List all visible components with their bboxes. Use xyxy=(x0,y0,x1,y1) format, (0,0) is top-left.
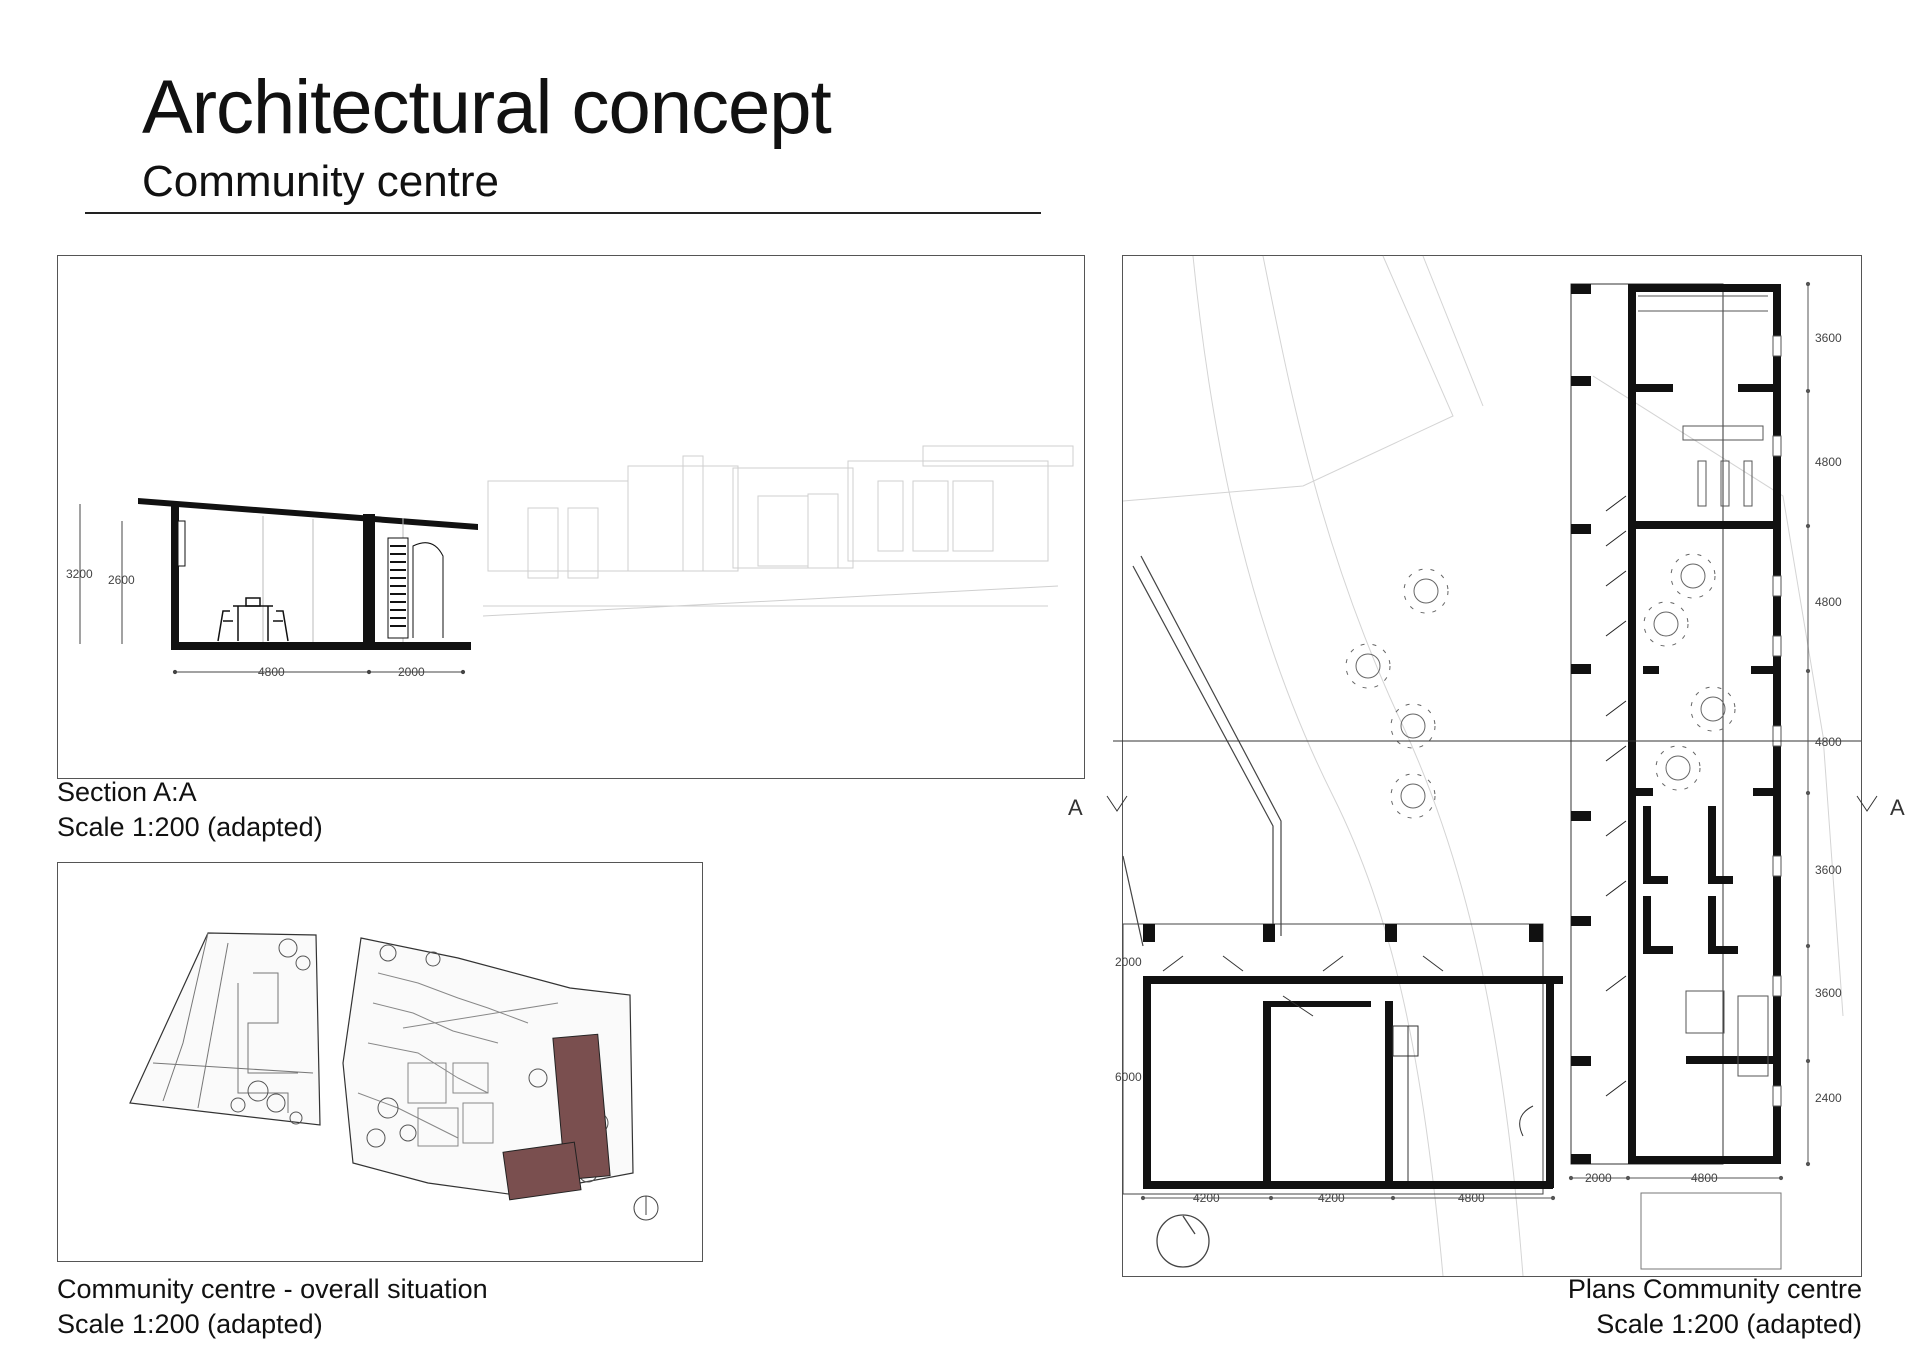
dim-height-total: 3200 xyxy=(66,567,93,581)
cafe-tables xyxy=(1345,553,1736,819)
floor-plan-drawing: 3600 4800 4800 4800 3600 3600 2400 2000 … xyxy=(1106,255,1878,1277)
dim-bottom-annex-0: 4200 xyxy=(1193,1191,1220,1205)
dim-right-0: 3600 xyxy=(1815,331,1842,345)
site-plan-panel xyxy=(57,862,703,1262)
dim-left-1: 6000 xyxy=(1115,1070,1142,1084)
plan-caption: Plans Community centre Scale 1:200 (adap… xyxy=(1568,1272,1862,1342)
dim-right-5: 3600 xyxy=(1815,986,1842,1000)
site-caption: Community centre - overall situation Sca… xyxy=(57,1272,488,1342)
plan-caption-scale: Scale 1:200 (adapted) xyxy=(1596,1309,1862,1339)
dim-bottom-main-1: 4800 xyxy=(1691,1171,1718,1185)
section-drawing-panel: 3200 2600 4800 2000 xyxy=(57,255,1085,779)
north-arrow-icon xyxy=(1156,1214,1210,1268)
dim-right-6: 2400 xyxy=(1815,1091,1842,1105)
site-caption-title: Community centre - overall situation xyxy=(57,1274,488,1304)
dim-height-inner: 2600 xyxy=(108,573,135,587)
section-marker-left: A xyxy=(1068,795,1083,820)
page-title: Architectural concept xyxy=(142,65,832,150)
plan-caption-title: Plans Community centre xyxy=(1567,1274,1862,1304)
annex-wing xyxy=(1122,923,1782,1270)
section-marker-right: A xyxy=(1890,795,1905,820)
page-subtitle: Community centre xyxy=(142,157,500,206)
footpath xyxy=(1122,555,1282,947)
background-elevation xyxy=(482,445,1074,617)
dim-bottom-main-0: 2000 xyxy=(1585,1171,1612,1185)
section-drawing: 3200 2600 4800 2000 xyxy=(66,445,1074,679)
dim-width-main: 4800 xyxy=(258,665,285,679)
site-caption-scale: Scale 1:200 (adapted) xyxy=(57,1309,323,1339)
floor-plan-panel: 3600 4800 4800 4800 3600 3600 2400 2000 … xyxy=(1106,255,1878,1277)
dim-right-3: 4800 xyxy=(1815,735,1842,749)
title-divider xyxy=(85,212,1041,214)
dim-right-2: 4800 xyxy=(1815,595,1842,609)
terrain-lines xyxy=(1122,255,1844,1277)
section-caption-title: Section A:A xyxy=(57,777,197,807)
table-and-chairs xyxy=(217,597,289,642)
main-wing xyxy=(1570,283,1782,1165)
middle-wall xyxy=(363,514,375,646)
north-arrow-icon xyxy=(633,1195,659,1221)
floor-slab xyxy=(171,642,471,650)
section-line-a xyxy=(1106,740,1878,812)
dim-left-0: 2000 xyxy=(1115,955,1142,969)
dim-width-side: 2000 xyxy=(398,665,425,679)
section-caption: Section A:A Scale 1:200 (adapted) xyxy=(57,775,323,845)
terrace-outline xyxy=(1640,1192,1782,1270)
shelf-unit xyxy=(387,537,444,639)
site-plan-drawing xyxy=(129,932,659,1221)
community-centre-wing-short xyxy=(502,1141,582,1201)
dim-right-1: 4800 xyxy=(1815,455,1842,469)
dim-bottom-annex-1: 4200 xyxy=(1318,1191,1345,1205)
roof-slab xyxy=(138,498,478,530)
dim-bottom-annex-2: 4800 xyxy=(1458,1191,1485,1205)
trees-left xyxy=(230,938,311,1125)
left-wall xyxy=(171,506,179,646)
dim-right-4: 3600 xyxy=(1815,863,1842,877)
section-caption-scale: Scale 1:200 (adapted) xyxy=(57,812,323,842)
parcel-left xyxy=(129,932,321,1126)
